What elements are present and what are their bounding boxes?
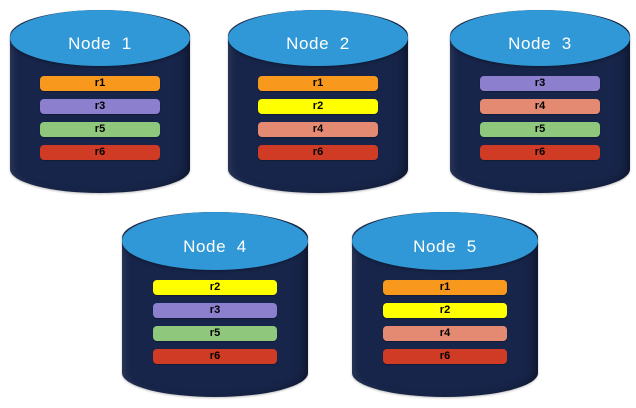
replica-list: r2 r3 r5 r6 xyxy=(122,280,308,364)
replica-list: r1 r2 r4 r6 xyxy=(228,76,408,160)
replica-r2[interactable]: r2 xyxy=(258,99,378,114)
cylinder-top-ellipse xyxy=(10,10,190,66)
cylinder-top-ellipse xyxy=(228,10,408,66)
replica-r3[interactable]: r3 xyxy=(40,99,160,114)
cylinder-top-ellipse xyxy=(122,212,308,270)
replica-r4[interactable]: r4 xyxy=(383,326,507,341)
replica-r1[interactable]: r1 xyxy=(258,76,378,91)
replica-r2[interactable]: r2 xyxy=(153,280,277,295)
replica-r3[interactable]: r3 xyxy=(153,303,277,318)
replica-r4[interactable]: r4 xyxy=(480,99,600,114)
replica-r5[interactable]: r5 xyxy=(40,122,160,137)
cylinder-top-ellipse xyxy=(450,10,630,66)
replica-r6[interactable]: r6 xyxy=(383,349,507,364)
replica-r1[interactable]: r1 xyxy=(40,76,160,91)
replica-r3[interactable]: r3 xyxy=(480,76,600,91)
replica-list: r3 r4 r5 r6 xyxy=(450,76,630,160)
replica-list: r1 r2 r4 r6 xyxy=(352,280,538,364)
replica-list: r1 r3 r5 r6 xyxy=(10,76,190,160)
cylinder-top-ellipse xyxy=(352,212,538,270)
replica-r4[interactable]: r4 xyxy=(258,122,378,137)
replica-r5[interactable]: r5 xyxy=(480,122,600,137)
replica-r6[interactable]: r6 xyxy=(40,145,160,160)
replica-r6[interactable]: r6 xyxy=(258,145,378,160)
replica-r6[interactable]: r6 xyxy=(480,145,600,160)
replica-r6[interactable]: r6 xyxy=(153,349,277,364)
replica-r2[interactable]: r2 xyxy=(383,303,507,318)
replica-r1[interactable]: r1 xyxy=(383,280,507,295)
replica-r5[interactable]: r5 xyxy=(153,326,277,341)
